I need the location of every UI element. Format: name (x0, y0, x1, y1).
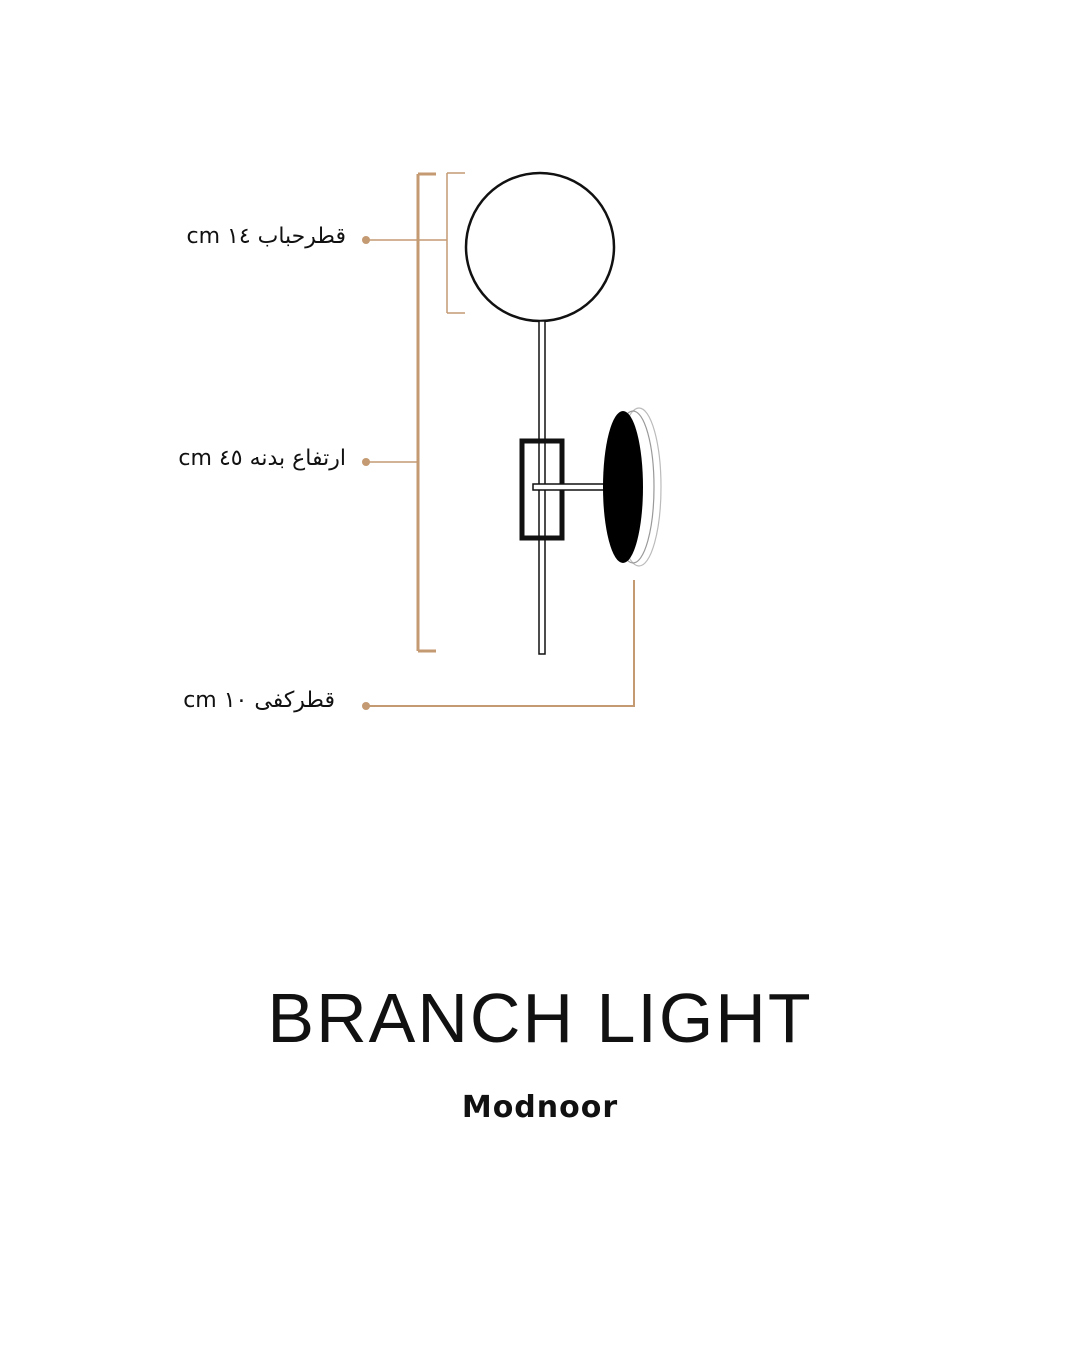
horizontal-arm (532, 483, 614, 491)
globe-bulb (464, 171, 616, 323)
brand-logo: Modnoor (461, 1090, 619, 1125)
bulb-diameter-bracket (446, 172, 465, 314)
product-title: BRANCH LIGHT (267, 979, 813, 1057)
body-height-label: ارتفاع بدنه ٤٥ cm (178, 446, 346, 471)
body-leader-line (362, 458, 418, 466)
base-diameter-label: قطرکفی ١٠ cm (183, 688, 335, 713)
base-leader-line (362, 580, 635, 710)
body-height-bracket (416, 172, 436, 653)
bulb-diameter-label: قطرحباب ١٤ cm (186, 224, 346, 249)
wall-base-plate (603, 407, 662, 567)
bulb-leader-line (362, 236, 447, 244)
